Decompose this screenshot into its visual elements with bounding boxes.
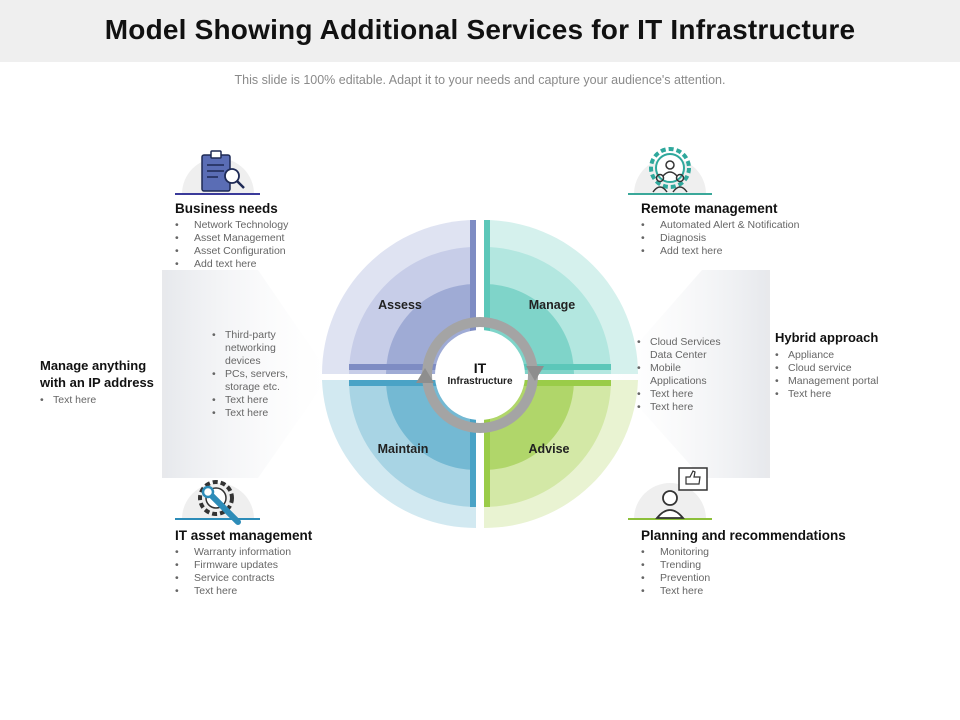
side-title-left: Manage anything with an IP address [40, 357, 165, 391]
list-item: Monitoring [641, 546, 881, 559]
list-item: Text here [212, 394, 300, 407]
list-item: Mobile Applications [637, 362, 737, 388]
right-funnel-edge [766, 270, 770, 478]
cycle-arrow-left [416, 368, 434, 383]
list-planning: Monitoring Trending Prevention Text here [641, 546, 881, 598]
center-title: IT [473, 360, 487, 376]
title-bar [0, 0, 960, 62]
list-item: Third-party networking devices [212, 329, 300, 368]
block-manage-anything: Manage anything with an IP address Text … [40, 357, 165, 407]
block-remote-management: Remote management Automated Alert & Noti… [641, 201, 841, 258]
center-subtitle: Infrastructure [447, 376, 513, 387]
list-item: Cloud service [775, 362, 925, 375]
list-item: Appliance [775, 349, 925, 362]
list-item: Service contracts [175, 572, 365, 585]
list-left-inner: Third-party networking devices PCs, serv… [212, 329, 300, 420]
list-item: Diagnosis [641, 232, 841, 245]
list-item: Firmware updates [175, 559, 365, 572]
block-planning: Planning and recommendations Monitoring … [641, 528, 881, 598]
list-item: Add text here [175, 258, 355, 271]
list-item: Text here [212, 407, 300, 420]
list-hybrid-approach: Appliance Cloud service Management porta… [775, 349, 925, 401]
list-item: Text here [641, 585, 881, 598]
list-item: Cloud Services Data Center [637, 336, 737, 362]
list-right-inner: Cloud Services Data Center Mobile Applic… [637, 336, 737, 414]
center-label: IT Infrastructure [430, 360, 530, 387]
side-title-right: Hybrid approach [775, 330, 879, 345]
block-right-inner: Cloud Services Data Center Mobile Applic… [637, 336, 737, 414]
clipboard-search-icon [201, 150, 245, 192]
list-item: Text here [175, 585, 365, 598]
block-title-business-needs: Business needs [175, 201, 278, 216]
block-hybrid-approach: Hybrid approach Appliance Cloud service … [775, 329, 925, 401]
list-item: Add text here [641, 245, 841, 258]
side-title-left-line2: with an IP address [40, 375, 154, 390]
list-remote-management: Automated Alert & Notification Diagnosis… [641, 219, 841, 258]
list-item: Network Technology [175, 219, 355, 232]
list-item: Warranty information [175, 546, 365, 559]
quadrant-maintain [322, 380, 476, 529]
cycle-arrow-right [526, 366, 544, 381]
page-title: Model Showing Additional Services for IT… [104, 14, 856, 45]
quadrant-label-manage: Manage [528, 298, 576, 312]
list-it-asset-management: Warranty information Firmware updates Se… [175, 546, 365, 598]
list-item: Text here [637, 388, 737, 401]
list-business-needs: Network Technology Asset Management Asse… [175, 219, 355, 271]
quadrant-label-advise: Advise [528, 442, 570, 456]
list-item: Text here [40, 394, 165, 407]
block-business-needs: Business needs Network Technology Asset … [175, 201, 355, 271]
list-item: Automated Alert & Notification [641, 219, 841, 232]
list-item: Asset Configuration [175, 245, 355, 258]
quadrant-label-maintain: Maintain [377, 442, 429, 456]
list-item: Management portal [775, 375, 925, 388]
quadrant-label-assess: Assess [378, 298, 422, 312]
block-title-it-asset-management: IT asset management [175, 528, 313, 543]
left-funnel-edge [162, 270, 166, 478]
page-subtitle: This slide is 100% editable. Adapt it to… [234, 73, 726, 87]
block-left-inner: Third-party networking devices PCs, serv… [212, 329, 300, 420]
list-manage-anything: Text here [40, 394, 165, 407]
list-item: PCs, servers, storage etc. [212, 368, 300, 394]
block-title-remote-management: Remote management [641, 201, 778, 216]
list-item: Text here [775, 388, 925, 401]
list-item: Text here [637, 401, 737, 414]
list-item: Trending [641, 559, 881, 572]
gear-wrench-icon [198, 480, 241, 525]
list-item: Prevention [641, 572, 881, 585]
center-circle [435, 330, 525, 420]
block-title-planning: Planning and recommendations [641, 528, 846, 543]
block-it-asset-management: IT asset management Warranty information… [175, 528, 365, 598]
gear-team-icon [649, 147, 691, 193]
list-item: Asset Management [175, 232, 355, 245]
side-title-left-line1: Manage anything [40, 358, 147, 373]
user-thumbs-up-icon [655, 467, 708, 519]
